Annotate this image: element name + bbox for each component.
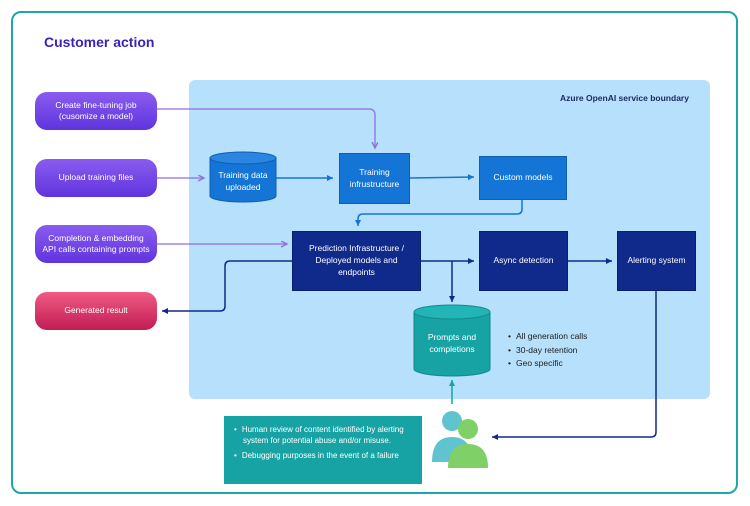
review-note: Human review of content identified by al… — [234, 425, 414, 447]
arrow-custom-to-prediction — [355, 200, 523, 226]
create-finetuning-job: Create fine-tuning job(cusomize a model) — [35, 92, 157, 130]
arrow-alerting-to-review — [492, 291, 657, 440]
arrow-training-to-custom — [409, 174, 475, 181]
alerting-system: Alerting system — [617, 231, 696, 291]
async-detection: Async detection — [479, 231, 568, 291]
upload-training-files: Upload training files — [35, 159, 157, 197]
generated-result: Generated result — [35, 292, 157, 330]
prediction-infrastructure: Prediction Infrastructure /Deployed mode… — [292, 231, 421, 291]
storage-note: All generation calls — [508, 331, 587, 341]
storage-notes: All generation calls 30-day retention Ge… — [508, 331, 587, 372]
storage-note: Geo specific — [508, 358, 587, 368]
boundary-label: Azure OpenAI service boundary — [560, 93, 689, 103]
review-note: Debugging purposes in the event of a fai… — [234, 451, 414, 462]
arrow-prediction-to-result — [162, 260, 292, 314]
arrow-finetune-to-training — [157, 108, 375, 148]
diagram-title: Customer action — [44, 34, 155, 50]
human-review-notes: Human review of content identified by al… — [224, 416, 422, 484]
storage-note: 30-day retention — [508, 345, 587, 355]
custom-models: Custom models — [479, 156, 567, 200]
